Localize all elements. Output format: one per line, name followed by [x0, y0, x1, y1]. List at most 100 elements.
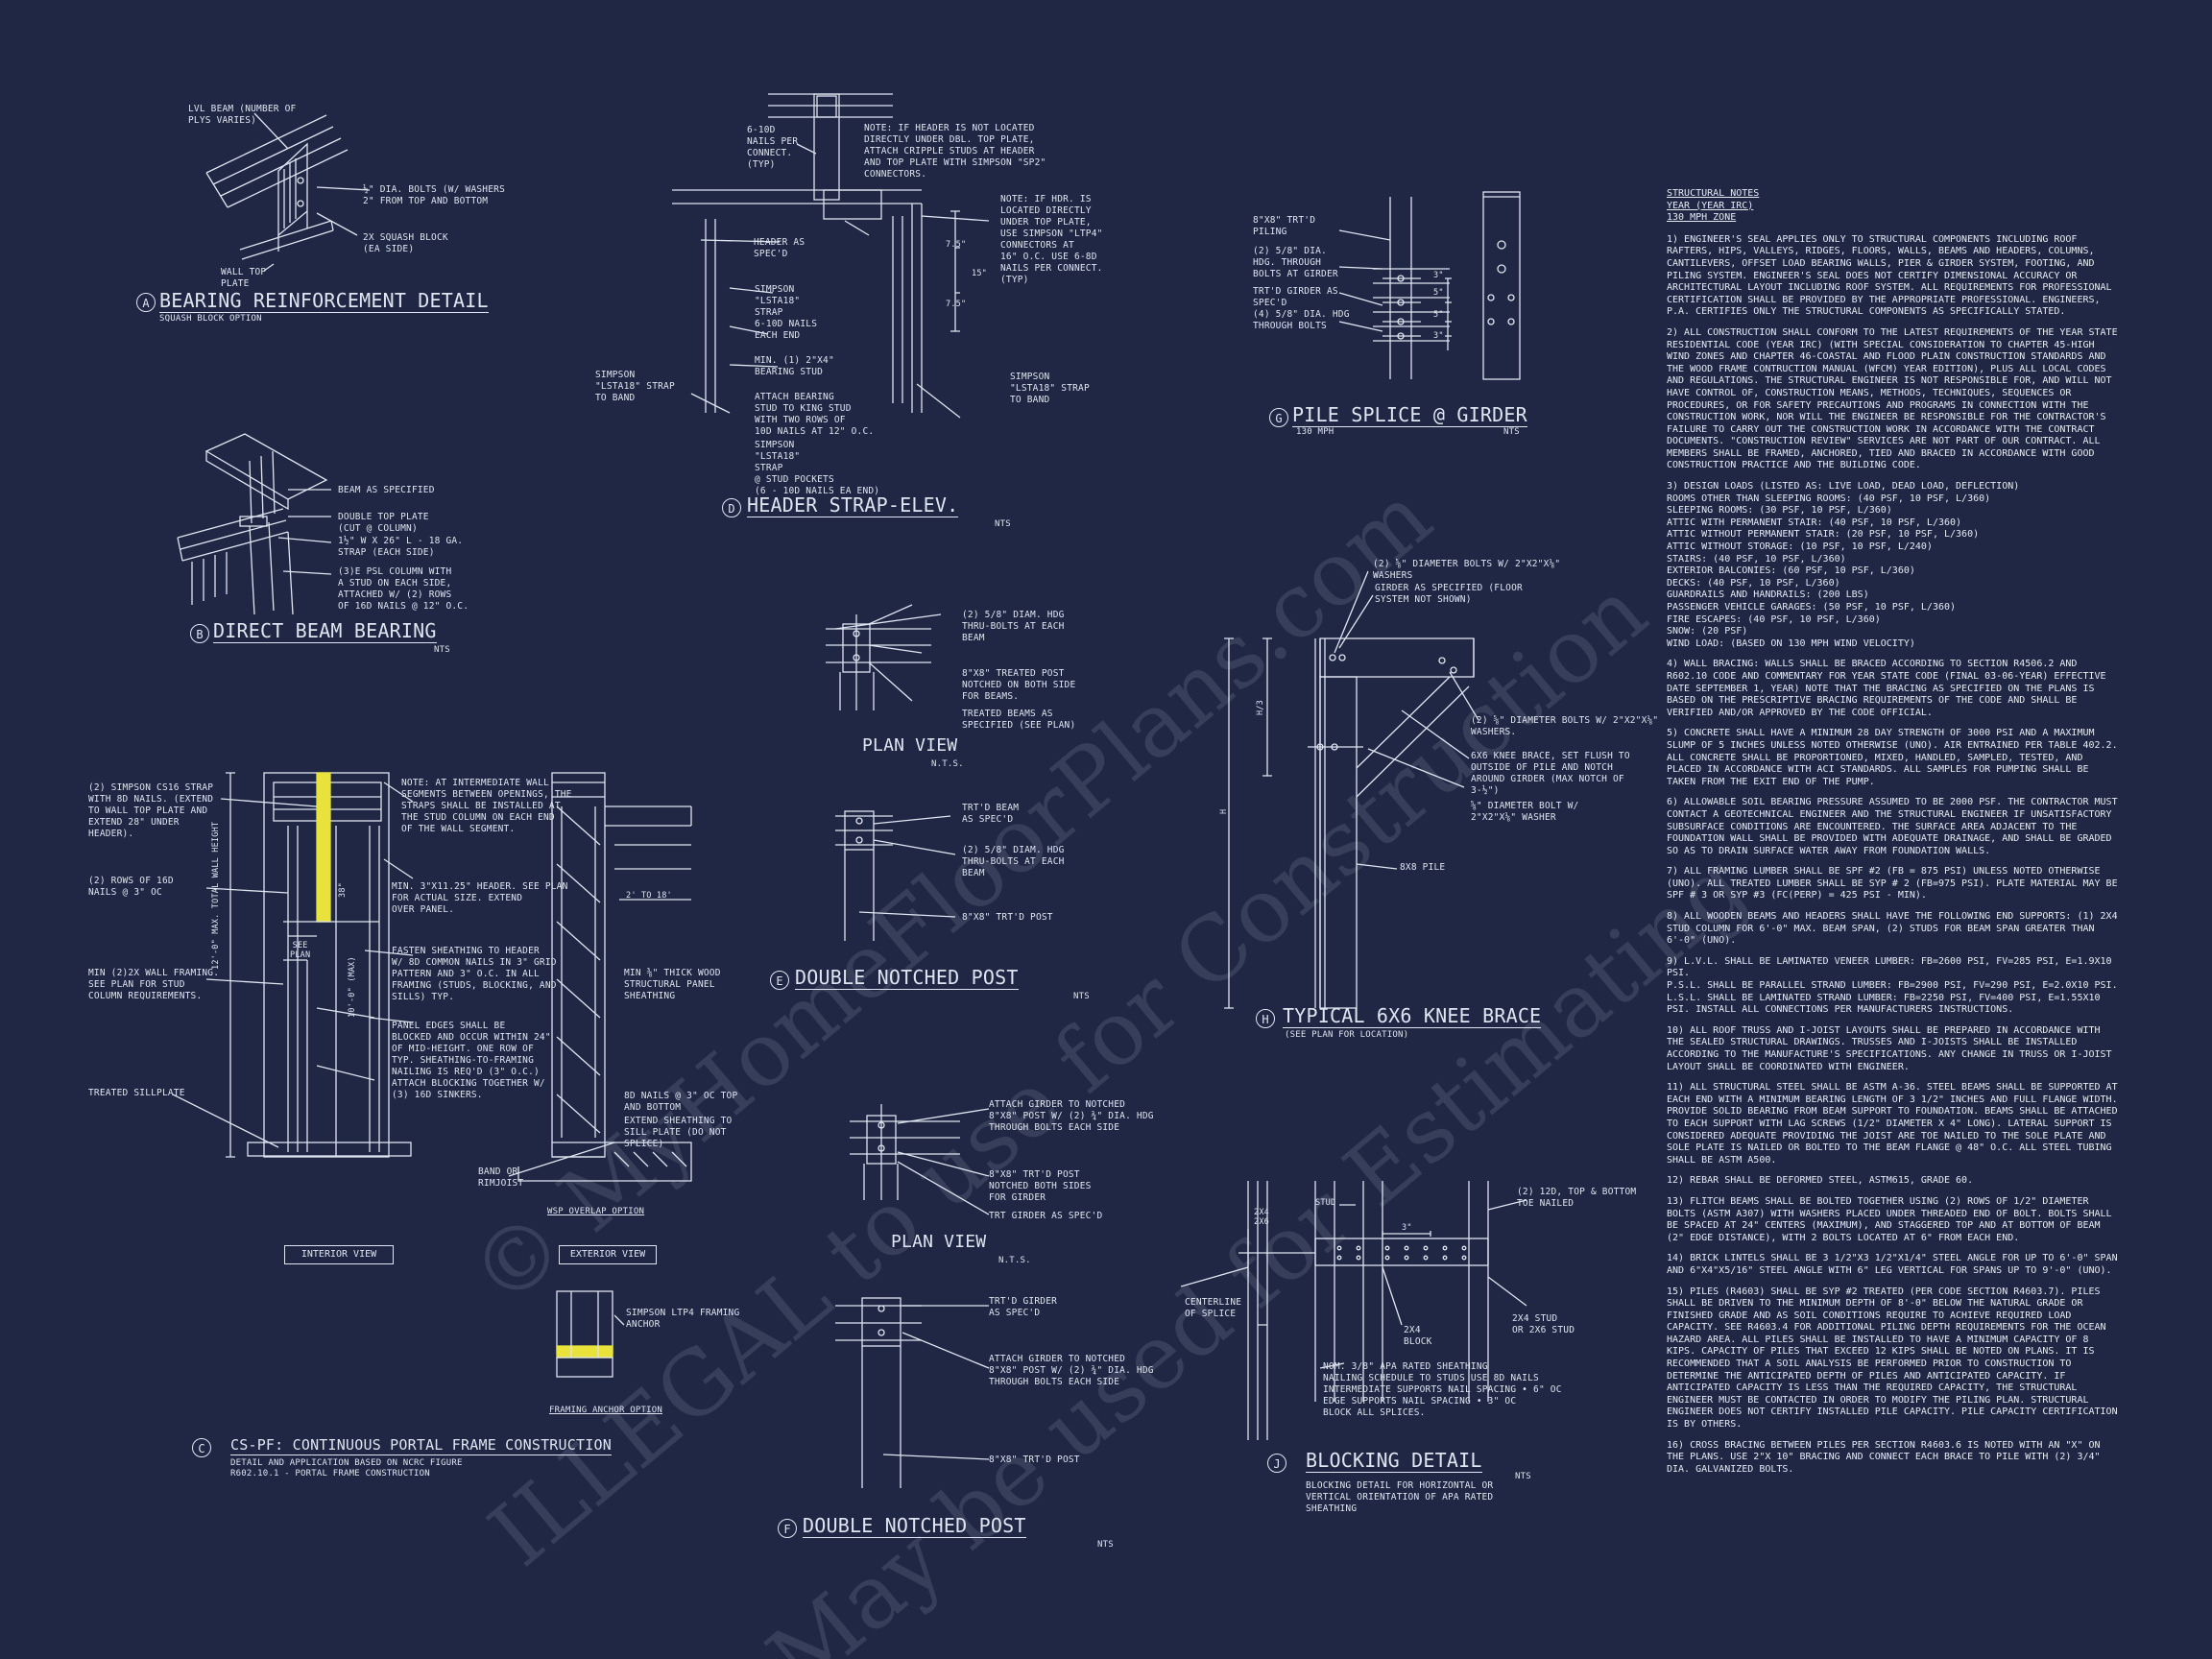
detail-a-note-2: ½" DIA. BOLTS (W/ WASHERS 2" FROM TOP AN… — [363, 184, 505, 206]
detail-a-subtitle: SQUASH BLOCK OPTION — [159, 314, 262, 324]
structural-note-7: 7) ALL FRAMING LUMBER SHALL BE SPF #2 (F… — [1667, 866, 2118, 902]
detail-f-plan-nts: N.T.S. — [998, 1256, 1031, 1265]
detail-f-note-attach: ATTACH GIRDER TO NOTCHED 8"X8" POST W/ (… — [989, 1099, 1154, 1133]
detail-c-note-extend: EXTEND SHEATHING TO SILL PLATE (DO NOT S… — [624, 1116, 733, 1149]
detail-c-note-min-framing: MIN (2)2X WALL FRAMING. SEE PLAN FOR STU… — [88, 968, 220, 1001]
detail-j-note-centerline: CENTERLINE OF SPLICE — [1185, 1297, 1242, 1319]
detail-f-title: DOUBLE NOTCHED POST — [803, 1514, 1026, 1538]
detail-e-title: DOUBLE NOTCHED POST — [795, 966, 1019, 990]
detail-f-plan-view: PLAN VIEW — [891, 1232, 987, 1252]
detail-c-anchor-label: FRAMING ANCHOR OPTION — [549, 1406, 662, 1415]
detail-c-note-panel-edges: PANEL EDGES SHALL BE BLOCKED AND OCCUR W… — [392, 1021, 551, 1100]
detail-h-note-bolt: ⅝" DIAMETER BOLT W/ 2"x2"x⅛" WASHER — [1471, 801, 1579, 823]
detail-j-note-stud: STUD — [1315, 1198, 1336, 1208]
detail-d-drawing — [672, 93, 990, 419]
detail-d-dim-2: 15" — [972, 269, 987, 278]
detail-c-note-intermediate: NOTE: AT INTERMEDIATE WALL SEGMENTS BETW… — [401, 778, 572, 834]
structural-note-2: 2) ALL CONSTRUCTION SHALL CONFORM TO THE… — [1667, 326, 2118, 471]
detail-g-note-bolts: (2) 5/8" DIA. HDG. THROUGH BOLTS AT GIRD… — [1253, 246, 1338, 279]
detail-j-note-sheathing: NOM. 3/8" APA RATED SHEATHING NAILING SC… — [1323, 1361, 1562, 1418]
detail-e-plan-view: PLAN VIEW — [862, 735, 958, 756]
detail-h-drawing — [1224, 570, 1479, 1009]
structural-notes-wind-zone: 130 mph ZONE — [1667, 212, 1737, 224]
detail-g-dim-2: 5" — [1433, 288, 1444, 298]
structural-notes-code-year: YEAR (YEAR IRC) — [1667, 200, 1754, 211]
detail-a-bubble: A — [136, 293, 156, 312]
detail-d-note-nails-end: 6-10d NAILS EACH END — [755, 319, 818, 341]
detail-h-dim-h3: H/3 — [1256, 700, 1265, 715]
detail-h-note-pile: 8x8 PILE — [1400, 862, 1446, 873]
detail-j-subtitle: BLOCKING DETAIL FOR HORIZONTAL OR VERTIC… — [1306, 1480, 1494, 1514]
detail-g-subtitle: 130 MPH — [1296, 427, 1334, 437]
detail-c-bubble: C — [192, 1438, 211, 1457]
detail-b-note-2: DOUBLE TOP PLATE (CUT @ COLUMN) — [338, 512, 429, 534]
structural-note-10: 10) ALL ROOF TRUSS AND I-JOIST LAYOUTS S… — [1667, 1024, 2112, 1072]
structural-note-9: 9) L.V.L. SHALL BE LAMINATED VENEER LUMB… — [1667, 955, 2118, 1016]
detail-j-note-toe-nailed: (2) 12d, TOP & BOTTOM TOE NAILED — [1517, 1187, 1637, 1209]
detail-j-note-stud-size: 2x4 2x6 — [1254, 1208, 1269, 1227]
structural-notes: STRUCTURAL NOTES YEAR (YEAR IRC) 130 mph… — [1667, 188, 2120, 1484]
detail-j-title: BLOCKING DETAIL — [1306, 1449, 1482, 1473]
detail-j-dim-3: 3" — [1402, 1223, 1412, 1233]
detail-d-note-strap: SIMPSON "LSTA18" STRAP — [755, 284, 801, 318]
structural-note-8: 8) ALL WOODEN BEAMS AND HEADERS SHALL HA… — [1667, 911, 2118, 947]
detail-h-note-bolts-mid: (2) ⅝" DIAMETER BOLTS W/ 2"x2"x⅛" WASHER… — [1471, 715, 1659, 737]
detail-d-dim-1: 7.5" — [946, 240, 967, 250]
detail-j-bubble: J — [1267, 1454, 1286, 1473]
detail-c-title: CS-PF: CONTINUOUS PORTAL FRAME CONSTRUCT… — [230, 1436, 612, 1455]
detail-b-note-3: 1½" W x 26" L - 18 GA. STRAP (EACH SIDE) — [338, 536, 464, 558]
detail-d-bubble: D — [722, 498, 741, 517]
structural-notes-title: STRUCTURAL NOTES — [1667, 188, 1760, 199]
detail-d-note-hdr: NOTE: IF HDR. IS LOCATED DIRECTLY UNDER … — [1000, 194, 1103, 285]
structural-note-5: 5) CONCRETE SHALL HAVE A MINIMUM 28 DAY … — [1667, 728, 2118, 787]
detail-e-note-trt-beam: TRT'D BEAM AS SPEC'D — [962, 803, 1020, 825]
detail-c-drawing — [172, 772, 692, 1378]
detail-a-note-4: WALL TOP PLATE — [221, 267, 267, 289]
detail-e-note-trt-post: 8"x8" TRT'D POST — [962, 912, 1053, 923]
detail-d-note-band-left: SIMPSON "LSTA18" STRAP TO BAND — [595, 370, 675, 403]
detail-g-note-girder: TRT'D GIRDER AS SPEC'D — [1253, 286, 1338, 308]
detail-b-note-1: BEAM AS SPECIFIED — [338, 485, 435, 495]
detail-f-note-girder: TRT GIRDER AS SPEC'D — [989, 1211, 1103, 1221]
detail-h-note-knee-brace: 6x6 KNEE BRACE, SET FLUSH TO OUTSIDE OF … — [1471, 751, 1630, 796]
detail-e-bubble: E — [770, 971, 789, 990]
detail-e-note-beams: TREATED BEAMS AS SPECIFIED (SEE PLAN) — [962, 709, 1076, 731]
detail-f-note-trt-post: 8"x8" TRT'D POST — [989, 1455, 1080, 1465]
detail-c-dim-2to18: 2' TO 18' — [626, 891, 672, 901]
detail-b-note-4: (3)E PSL COLUMN WITH A STUD ON EACH SIDE… — [338, 566, 469, 612]
detail-c-dim-38: 38" — [338, 882, 348, 898]
detail-d-note-header-spec: HEADER AS SPEC'D — [754, 237, 805, 259]
detail-c-wsp-label: WSP OVERLAP OPTION — [547, 1207, 645, 1216]
detail-j-note-stud-alt: 2x4 STUD OR 2x6 STUD — [1512, 1313, 1575, 1335]
detail-c-note-8d-nails: 8d NAILS @ 3" OC TOP AND BOTTOM — [624, 1091, 738, 1113]
detail-j-nts: NTS — [1515, 1472, 1531, 1481]
detail-c-note-sheathing: MIN ⅜" THICK WOOD STRUCTURAL PANEL SHEAT… — [624, 968, 721, 1001]
detail-h-title: TYPICAL 6x6 KNEE BRACE — [1283, 1004, 1542, 1028]
structural-note-13: 13) FLITCH BEAMS SHALL BE BOLTED TOGETHE… — [1667, 1195, 2112, 1243]
detail-e-note-bolts: (2) 5/8" DIAM. HDG THRU-BOLTS AT EACH BE… — [962, 610, 1065, 643]
detail-c-dim-wall-height: 12'-0" MAX. TOTAL WALL HEIGHT — [211, 821, 221, 970]
detail-c-note-rows: (2) ROWS OF 16d NAILS @ 3" OC — [88, 876, 174, 898]
detail-g-note-piling: 8"x8" TRT'D PILING — [1253, 215, 1316, 237]
detail-c-subtitle: DETAIL AND APPLICATION BASED ON NCRC FIG… — [230, 1458, 463, 1479]
structural-note-12: 12) REBAR SHALL BE DEFORMED STEEL, ASTM6… — [1667, 1175, 1974, 1187]
detail-c-note-fasten: FASTEN SHEATHING TO HEADER W/ 8d COMMON … — [392, 946, 557, 1002]
detail-f-nts: NTS — [1097, 1540, 1114, 1550]
detail-f-note-post: 8"x8" TRT'D POST NOTCHED BOTH SIDES FOR … — [989, 1169, 1092, 1203]
detail-c-see-plan: SEE PLAN — [290, 941, 311, 960]
detail-d-note-attach-bearing: ATTACH BEARING STUD TO KING STUD WITH TW… — [755, 392, 875, 437]
detail-f-drawing — [835, 1104, 990, 1488]
detail-f-bubble: F — [778, 1519, 797, 1538]
detail-f-note-attach-2: ATTACH GIRDER TO NOTCHED 8"X8" POST W/ (… — [989, 1354, 1154, 1387]
detail-e-nts: NTS — [1073, 992, 1090, 1001]
detail-c-note-strap: (2) SIMPSON CS16 STRAP WITH 8d NAILS. (E… — [88, 782, 214, 839]
detail-d-title: HEADER STRAP-ELEV. — [747, 493, 959, 517]
detail-g-nts: NTS — [1503, 427, 1520, 437]
detail-h-note-bolts-top: (2) ⅝" DIAMETER BOLTS W/ 2"x2"x⅛" WASHER… — [1373, 559, 1561, 581]
structural-note-1: 1) ENGINEER'S SEAL APPLIES ONLY TO STRUC… — [1667, 233, 2112, 318]
detail-e-plan-nts: N.T.S. — [931, 759, 964, 769]
detail-h-subtitle: (SEE PLAN FOR LOCATION) — [1285, 1030, 1409, 1040]
structural-note-3: 3) DESIGN LOADS (LISTED AS: LIVE LOAD, D… — [1667, 481, 2020, 649]
detail-d-nts: NTS — [995, 519, 1011, 529]
